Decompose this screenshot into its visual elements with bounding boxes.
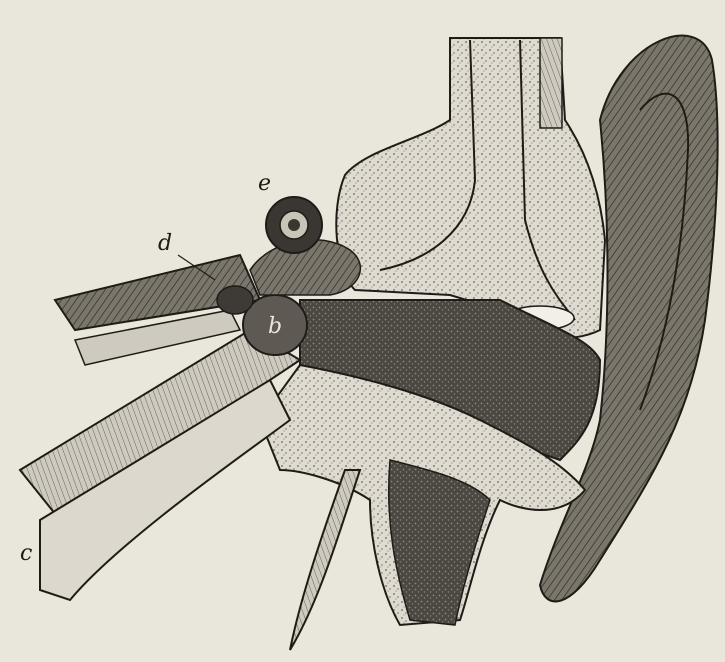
bone-column: [540, 38, 562, 128]
label-e: e: [258, 171, 271, 196]
ossicle-1: [217, 286, 253, 314]
label-d: d: [158, 231, 172, 256]
semicircular-canal-core: [288, 219, 300, 231]
label-b: b: [268, 314, 282, 339]
label-c: c: [20, 541, 32, 566]
